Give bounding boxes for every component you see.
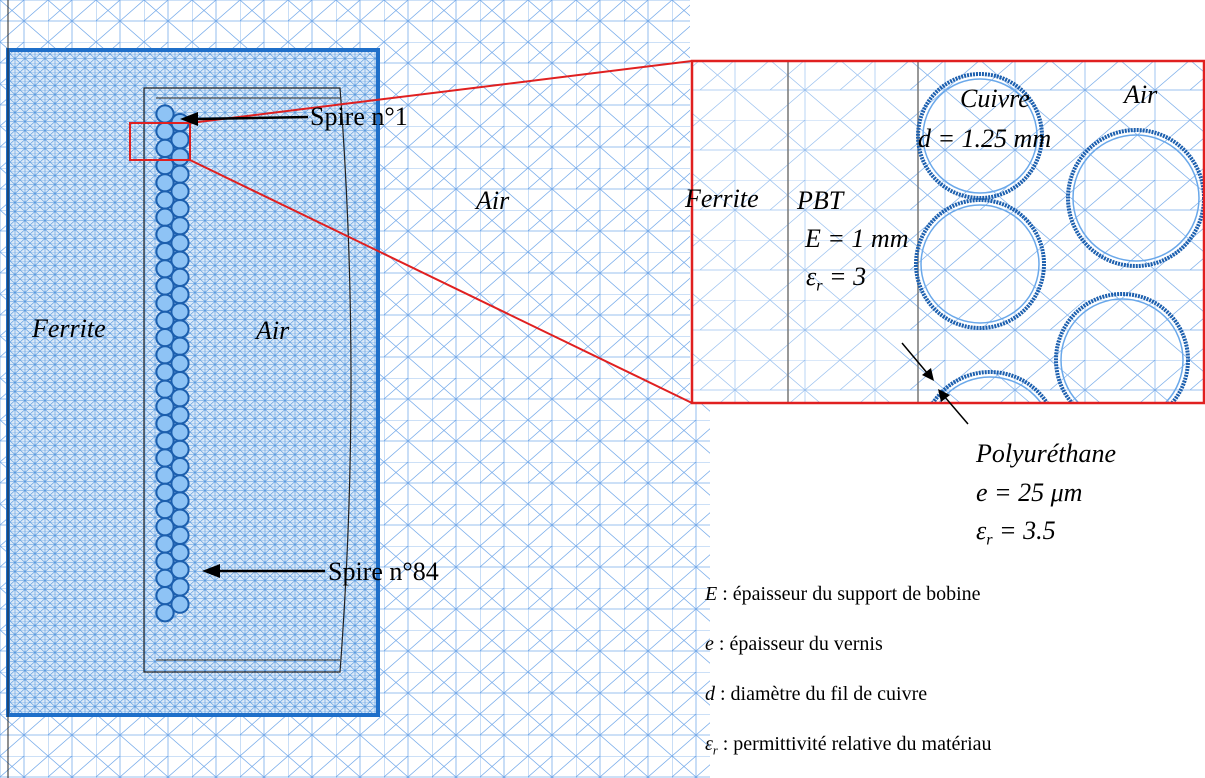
- eps-symbol: ε: [976, 516, 987, 545]
- label-turn-first: Spire n°1: [310, 102, 408, 131]
- copper-turn: [170, 233, 190, 253]
- label-varnish-thickness: e = 25 μm: [976, 478, 1083, 507]
- zoom-frame: [690, 59, 1205, 405]
- label-air-outer: Air: [476, 186, 510, 215]
- zoom-wire-inner-ring: [1072, 134, 1200, 262]
- copper-turn: [170, 353, 190, 373]
- label-air-zoom: Air: [1124, 80, 1158, 109]
- copper-turn: [170, 388, 190, 408]
- coil-support-outline: [143, 87, 352, 673]
- eps-value: = 3.5: [992, 516, 1056, 545]
- zoom-copper-wire: [1066, 128, 1203, 268]
- label-copper: Cuivre: [960, 84, 1030, 113]
- coil-winding: [155, 104, 190, 623]
- zoom-wire-inner-ring: [922, 78, 1038, 194]
- copper-turn: [170, 302, 190, 322]
- legend-text: : diamètre du fil de cuivre: [715, 683, 928, 705]
- arrow-turn-last: [202, 564, 325, 578]
- copper-turn: [170, 250, 190, 270]
- eps-symbol: ε: [806, 262, 817, 291]
- zoom-wire-inner-ring: [938, 376, 1042, 402]
- legend-item-eps: εr : permittivité relative du matériau: [705, 734, 992, 757]
- copper-turn: [170, 560, 190, 580]
- label-air-inner: Air: [256, 316, 290, 345]
- legend-item-E: E : épaisseur du support de bobine: [705, 584, 981, 604]
- legend-text: : épaisseur du vernis: [713, 633, 883, 655]
- label-polyurethane: Polyuréthane: [976, 439, 1117, 468]
- copper-turn: [170, 319, 190, 339]
- eps-subscript: r: [986, 531, 993, 549]
- zoom-copper-wires: [914, 72, 1203, 402]
- label-copper-diameter: d = 1.25 mm: [918, 124, 1052, 153]
- legend-text: : permittivité relative du matériau: [717, 733, 992, 755]
- eps-value: = 3: [822, 262, 867, 291]
- arrow-turn-first: [180, 112, 309, 126]
- zoom-connector-bottom: [189, 159, 693, 404]
- legend-item-d: d : diamètre du fil de cuivre: [705, 684, 927, 704]
- copper-turn: [170, 267, 190, 287]
- zoom-copper-wire: [914, 198, 1046, 330]
- eps-subscript: r: [816, 277, 823, 295]
- zoom-source-box: [129, 122, 191, 161]
- copper-turn: [170, 285, 190, 305]
- label-pbt-permittivity: εr = 3: [806, 264, 866, 295]
- arrow-varnish-right: [938, 389, 969, 425]
- copper-turn: [170, 457, 190, 477]
- copper-turn: [170, 577, 190, 597]
- zoom-wire-inner-ring: [920, 204, 1040, 324]
- legend-symbol: d: [705, 683, 715, 705]
- copper-turn: [170, 405, 190, 425]
- label-turn-last: Spire n°84: [328, 557, 439, 586]
- copper-turn: [170, 130, 190, 150]
- zoom-wire-inner-ring: [1060, 298, 1184, 402]
- zoom-inset: [690, 59, 1205, 405]
- copper-turn: [170, 422, 190, 442]
- copper-turn: [170, 594, 190, 614]
- zoom-connector-top: [189, 60, 693, 124]
- copper-turn: [170, 439, 190, 459]
- label-ferrite-zoom: Ferrite: [685, 184, 759, 213]
- label-pbt: PBT: [797, 186, 844, 215]
- zoom-copper-wire: [931, 370, 1049, 402]
- zoom-copper-wire: [1054, 292, 1190, 402]
- legend-subscript: r: [712, 743, 718, 758]
- copper-turn: [170, 216, 190, 236]
- copper-turn: [170, 199, 190, 219]
- legend-symbol: E: [705, 583, 718, 605]
- copper-turn: [170, 164, 190, 184]
- arrow-varnish-left: [901, 342, 934, 381]
- label-varnish-permittivity: εr = 3.5: [976, 518, 1056, 549]
- copper-turn: [170, 508, 190, 528]
- copper-turn: [170, 371, 190, 391]
- dense-mesh-pattern: [8, 50, 378, 715]
- label-ferrite-main: Ferrite: [32, 314, 106, 343]
- copper-turn: [170, 525, 190, 546]
- copper-turn: [170, 336, 190, 356]
- lower-right-air-mesh: [690, 402, 710, 778]
- legend-text: : épaisseur du support de bobine: [717, 583, 981, 605]
- copper-turn: [170, 181, 190, 201]
- copper-turn: [170, 543, 190, 563]
- legend-symbol: e: [705, 633, 714, 655]
- copper-turn: [170, 147, 190, 167]
- legend-symbol: ε: [705, 733, 713, 755]
- copper-turn: [170, 491, 190, 511]
- legend-item-e: e : épaisseur du vernis: [705, 634, 883, 654]
- copper-turn: [155, 603, 175, 623]
- copper-turn: [170, 474, 190, 494]
- label-pbt-thickness: E = 1 mm: [805, 224, 909, 253]
